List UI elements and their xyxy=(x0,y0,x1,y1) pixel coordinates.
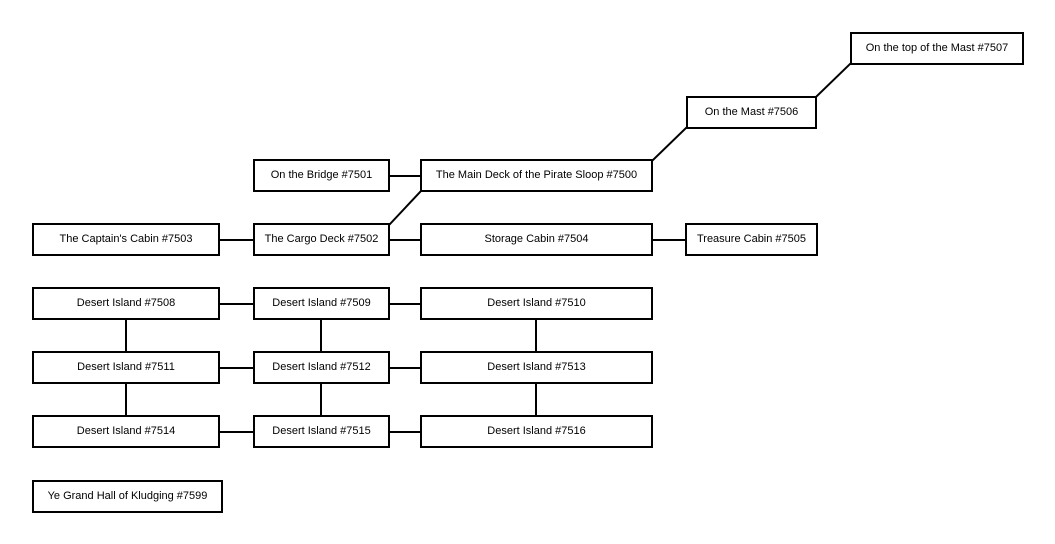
room-7504[interactable]: Storage Cabin #7504 xyxy=(420,223,653,256)
room-7502[interactable]: The Cargo Deck #7502 xyxy=(253,223,390,256)
room-7513[interactable]: Desert Island #7513 xyxy=(420,351,653,384)
room-7508[interactable]: Desert Island #7508 xyxy=(32,287,220,320)
room-7511[interactable]: Desert Island #7511 xyxy=(32,351,220,384)
room-7509[interactable]: Desert Island #7509 xyxy=(253,287,390,320)
connection-7500-7506 xyxy=(651,126,688,162)
room-7514[interactable]: Desert Island #7514 xyxy=(32,415,220,448)
room-7515[interactable]: Desert Island #7515 xyxy=(253,415,390,448)
room-7500[interactable]: The Main Deck of the Pirate Sloop #7500 xyxy=(420,159,653,192)
room-7507[interactable]: On the top of the Mast #7507 xyxy=(850,32,1024,65)
room-7512[interactable]: Desert Island #7512 xyxy=(253,351,390,384)
room-7501[interactable]: On the Bridge #7501 xyxy=(253,159,390,192)
connection-7502-7500 xyxy=(388,190,422,226)
connection-7506-7507 xyxy=(815,62,852,98)
room-7599[interactable]: Ye Grand Hall of Kludging #7599 xyxy=(32,480,223,513)
room-7503[interactable]: The Captain's Cabin #7503 xyxy=(32,223,220,256)
room-7510[interactable]: Desert Island #7510 xyxy=(420,287,653,320)
room-7516[interactable]: Desert Island #7516 xyxy=(420,415,653,448)
room-7505[interactable]: Treasure Cabin #7505 xyxy=(685,223,818,256)
room-7506[interactable]: On the Mast #7506 xyxy=(686,96,817,129)
